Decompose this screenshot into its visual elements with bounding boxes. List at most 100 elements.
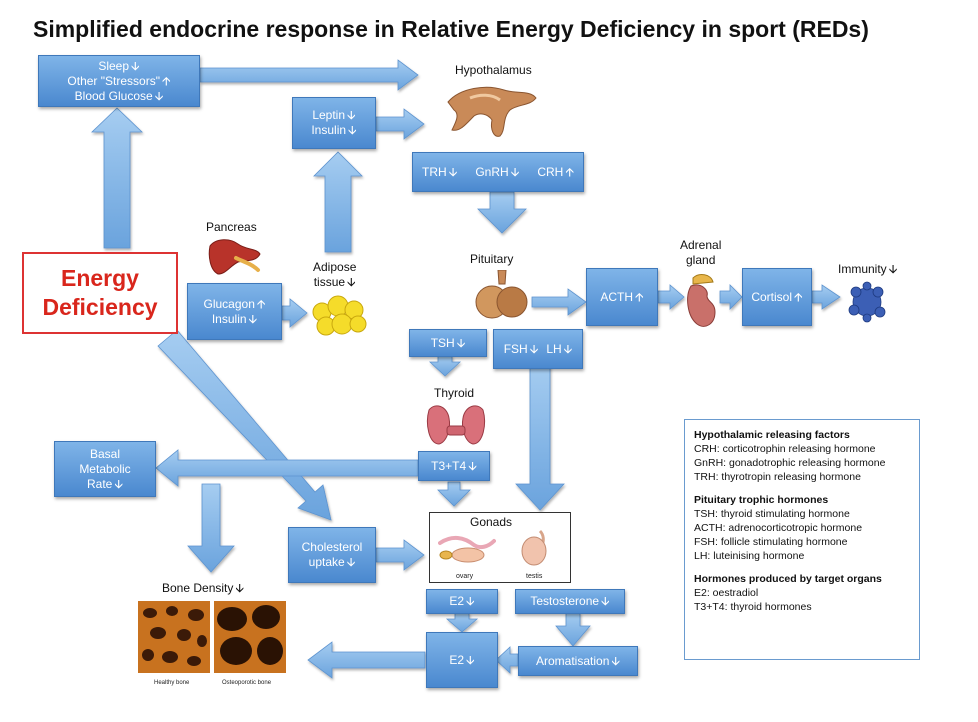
down-arrow-icon: 🡫 <box>510 164 520 179</box>
thyroid-label: Thyroid <box>434 386 475 400</box>
arrow-cortisol-to-immunity <box>811 284 841 310</box>
down-arrow-icon: 🡫 <box>235 581 244 595</box>
immunity-label: Immunity🡫 <box>838 262 897 277</box>
arrow-bmr-to-bone <box>187 483 235 573</box>
legend-item: T3+T4: thyroid hormones <box>694 601 812 613</box>
e2-label: E2 <box>449 594 465 608</box>
legend-section3-title: Hormones produced by target organs <box>694 573 882 585</box>
arrow-t3t4-to-bmr <box>155 449 419 487</box>
cholesterol-line2: uptake <box>308 555 345 569</box>
cortisol-box: Cortisol🡩 <box>742 268 812 326</box>
gonads-box: Gonads ovary testis <box>429 512 571 583</box>
bmr-line3: Rate <box>87 476 113 491</box>
hypothalamus-image <box>447 86 537 137</box>
e2-label: E2 <box>449 652 465 667</box>
pancreas-image <box>208 239 261 275</box>
blood-glucose-label: Blood Glucose <box>74 88 153 103</box>
acth-label: ACTH <box>600 289 634 304</box>
legend-item: TSH: thyroid stimulating hormone <box>694 508 850 520</box>
e2-top-box: E2🡫 <box>426 589 498 614</box>
arrow-energy-to-cholesterol <box>157 329 332 521</box>
arrow-stress-to-hypothalamus <box>199 59 419 91</box>
adipose-line1: Adipose <box>313 260 357 274</box>
down-arrow-icon: 🡫 <box>347 275 356 289</box>
tsh-label: TSH <box>430 335 455 350</box>
pituitary-label: Pituitary <box>470 252 514 266</box>
other-stressors-label: Other "Stressors" <box>67 73 160 88</box>
down-arrow-icon: 🡫 <box>888 262 898 276</box>
down-arrow-icon: 🡫 <box>131 58 140 73</box>
bmr-box: Basal Metabolic Rate🡫 <box>54 441 156 497</box>
arrow-aromatisation-to-e2 <box>495 646 519 674</box>
t3t4-label: T3+T4 <box>431 458 467 473</box>
down-arrow-icon: 🡫 <box>346 555 356 569</box>
bmr-line2: Metabolic <box>79 461 131 476</box>
legend-item: E2: oestradiol <box>694 587 759 599</box>
down-arrow-icon: 🡫 <box>466 594 475 608</box>
adipose-label: Adipose tissue🡫 <box>313 260 356 290</box>
adrenal-line1: Adrenal <box>680 238 722 252</box>
cholesterol-line1: Cholesterol <box>301 540 363 554</box>
down-arrow-icon: 🡫 <box>468 458 477 473</box>
trh-label: TRH <box>422 164 447 179</box>
adipose-image <box>312 295 367 336</box>
legend-item: TRH: thyrotropin releasing hormone <box>694 471 861 483</box>
up-arrow-icon: 🡩 <box>256 296 266 311</box>
immunity-text: Immunity <box>838 262 887 276</box>
bone-density-label: Bone Density🡫 <box>162 581 244 596</box>
legend-item: FSH: follicle stimulating hormone <box>694 536 848 548</box>
energy-deficiency-box: Energy Deficiency <box>22 252 178 334</box>
testis-label: testis <box>526 573 543 580</box>
bone-density-text: Bone Density <box>162 581 234 595</box>
gonads-title: Gonads <box>470 515 513 529</box>
arrow-releasing-to-pituitary <box>477 191 527 234</box>
aromatisation-label: Aromatisation <box>536 653 610 668</box>
arrow-leptin-to-hypothalamus <box>375 108 425 140</box>
down-arrow-icon: 🡫 <box>611 653 620 668</box>
testis-image <box>521 529 547 566</box>
up-arrow-icon: 🡩 <box>635 289 644 304</box>
immunity-image <box>848 281 886 323</box>
insulin-label: Insulin <box>311 123 347 137</box>
releasing-factors-box: TRH🡫 GnRH🡫 CRH🡩 <box>412 152 584 192</box>
testosterone-label: Testosterone <box>530 594 600 608</box>
fsh-lh-box: FSH🡫 LH🡫 <box>493 329 583 369</box>
down-arrow-icon: 🡫 <box>529 341 539 356</box>
energy-line1: Energy <box>61 265 139 291</box>
down-arrow-icon: 🡫 <box>466 652 475 667</box>
arrow-glucagon-to-adipose <box>281 298 308 328</box>
down-arrow-icon: 🡫 <box>456 335 466 350</box>
down-arrow-icon: 🡫 <box>248 311 258 326</box>
insulin-label: Insulin <box>211 311 247 326</box>
abbreviations-legend: Hypothalamic releasing factors CRH: cort… <box>684 419 920 660</box>
adipose-line2: tissue <box>313 275 346 289</box>
legend-item: ACTH: adrenocorticotropic hormone <box>694 522 863 534</box>
arrow-adrenal-to-cortisol <box>719 284 743 310</box>
legend-section2-title: Pituitary trophic hormones <box>694 494 829 506</box>
arrow-t3t4-to-gonads <box>437 481 471 507</box>
arrow-pituitary-to-acth <box>531 288 587 316</box>
down-arrow-icon: 🡫 <box>601 594 610 608</box>
sleep-label: Sleep <box>98 58 130 73</box>
page-title: Simplified endocrine response in Relativ… <box>33 16 869 42</box>
arrow-acth-to-adrenal <box>657 284 685 310</box>
arrow-e2-to-e2 <box>445 612 479 633</box>
hypothalamus-label: Hypothalamus <box>455 63 532 77</box>
lh-label: LH <box>546 341 562 356</box>
glucagon-insulin-box: Glucagon🡩 Insulin🡫 <box>187 283 282 340</box>
leptin-insulin-box: Leptin🡫 Insulin🡫 <box>292 97 376 149</box>
legend-section1-title: Hypothalamic releasing factors <box>694 429 850 441</box>
down-arrow-icon: 🡫 <box>563 341 573 356</box>
leptin-label: Leptin <box>312 108 346 122</box>
adrenal-image <box>687 274 716 327</box>
thyroid-image <box>426 405 486 445</box>
arrow-e2-to-bone <box>307 641 426 679</box>
glucagon-label: Glucagon <box>203 296 255 311</box>
adrenal-label: Adrenal gland <box>680 238 721 268</box>
fsh-label: FSH <box>503 341 528 356</box>
aromatisation-box: Aromatisation🡫 <box>518 646 638 676</box>
tsh-box: TSH🡫 <box>409 329 487 357</box>
up-arrow-icon: 🡩 <box>565 164 574 179</box>
